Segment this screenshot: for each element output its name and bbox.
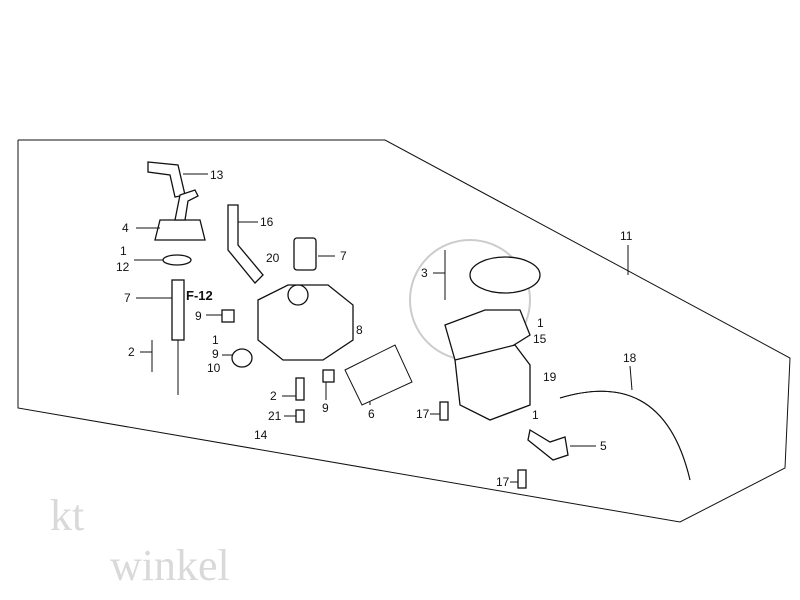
callout-14: 14 [254,428,268,442]
watermark-text-2: winkel [110,541,230,590]
hose-18 [559,390,691,481]
callout-2b: 2 [270,389,277,403]
hose-18-inner [559,390,691,481]
callout-7: 7 [124,291,131,305]
screw-17b [517,469,527,489]
watermark-logo: kt winkel [50,239,531,590]
callout-4: 4 [122,221,129,235]
jet-2 [295,377,305,401]
callout-labels: 13 4 16 1 12 7 20 7 F-12 9 2 1 9 10 2 21… [116,168,637,489]
o-ring-10 [231,348,253,368]
callout-20: 20 [266,251,280,265]
callout-5: 5 [600,439,607,453]
callout-1b: 1 [212,333,219,347]
cap-elbow [174,189,199,221]
callout-17b: 17 [496,475,510,489]
callout-16: 16 [260,215,274,229]
ref-f-12: F-12 [186,288,213,303]
callout-8: 8 [356,323,363,337]
choke-7 [293,237,317,271]
callout-18: 18 [623,351,637,365]
callout-21: 21 [268,409,282,423]
callout-15: 15 [533,332,547,346]
jet-21 [295,409,305,423]
screw-set-8-box [344,344,413,406]
callout-9: 9 [195,309,202,323]
clip-9a [221,309,235,323]
throttle-ring-3 [469,256,541,294]
callout-7b: 7 [340,249,347,263]
leader-lines [134,173,633,483]
callout-6: 6 [368,407,375,421]
spring-7 [171,279,185,341]
hose-16 [227,204,264,284]
callout-17: 17 [416,407,430,421]
callout-10: 10 [207,361,221,375]
callout-3: 3 [421,266,428,280]
callout-9b: 9 [212,347,219,361]
callout-11: 11 [620,229,633,243]
callout-19: 19 [543,370,557,384]
watermark-text-1: kt [50,491,84,540]
assembly-outline [17,139,791,523]
drain-screw-5 [527,428,569,461]
washer-12 [162,254,192,266]
cap-4 [154,219,206,241]
callout-12: 12 [116,260,130,274]
fuel-elbow-13 [147,161,186,198]
callout-1d: 1 [532,408,539,422]
carburetor-inlet [287,284,309,306]
clip-9b [322,369,335,383]
float-bowl [454,344,531,421]
callout-1: 1 [120,244,127,258]
screw-17a [439,401,449,421]
callout-9c: 9 [322,401,329,415]
callout-1c: 1 [537,316,544,330]
parts [147,161,691,489]
callout-13: 13 [210,168,224,182]
callout-2: 2 [128,345,135,359]
